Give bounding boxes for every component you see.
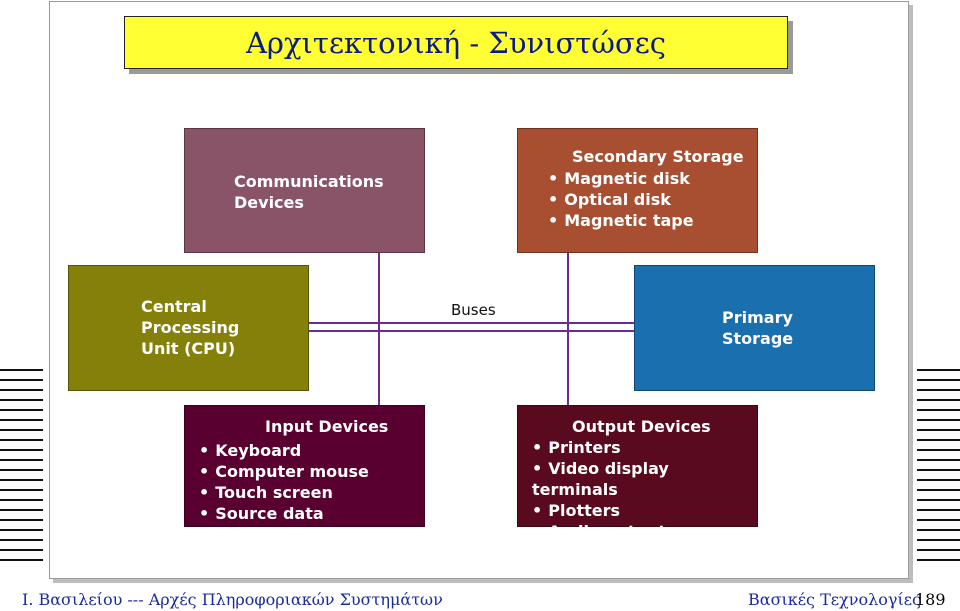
cpu-box: Central Processing Unit (CPU)	[68, 265, 309, 391]
input-item: Keyboard	[199, 440, 424, 461]
secondary-storage-box: Secondary Storage Magnetic disk Optical …	[517, 128, 758, 253]
output-devices-box: Output Devices Printers Video display te…	[517, 405, 758, 541]
cpu-label-line1: Central	[141, 297, 207, 316]
page-number: 189	[915, 590, 946, 609]
footer-left-text: Ι. Βασιλείου --- Αρχές Πληροφοριακών Συσ…	[22, 590, 443, 609]
communications-label-line2: Devices	[234, 193, 304, 212]
bus-line-communications	[378, 253, 380, 405]
secondary-storage-list: Magnetic disk Optical disk Magnetic tape	[548, 168, 757, 231]
input-devices-list: Keyboard Computer mouse Touch screen Sou…	[199, 440, 424, 545]
communications-devices-box: Communications Devices	[184, 128, 425, 253]
output-item: Printers	[532, 437, 757, 458]
primary-label-line1: Primary	[722, 308, 793, 327]
input-item: Computer mouse	[199, 461, 424, 482]
output-devices-list: Printers Video display terminals Plotter…	[532, 437, 757, 542]
left-stripes-decoration	[0, 369, 43, 569]
cpu-label-line3: Unit (CPU)	[141, 339, 236, 358]
output-item: Video display terminals	[532, 458, 757, 500]
input-devices-box: Input Devices Keyboard Computer mouse To…	[184, 405, 425, 544]
output-item: Audio output	[532, 521, 757, 542]
communications-label-line1: Communications	[234, 172, 384, 191]
bus-line-secondary	[567, 253, 569, 405]
secondary-item: Magnetic tape	[548, 210, 757, 231]
output-item: Plotters	[532, 500, 757, 521]
input-item: Source data automation	[199, 503, 424, 545]
slide-title: Αρχιτεκτονική - Συνιστώσες	[124, 16, 788, 69]
footer-right-text: Βασικές Τεχνολογίες	[748, 590, 921, 609]
secondary-item: Optical disk	[548, 189, 757, 210]
input-item: Touch screen	[199, 482, 424, 503]
bus-line-bottom	[308, 330, 636, 332]
secondary-storage-header: Secondary Storage	[572, 147, 744, 166]
primary-storage-box: Primary Storage	[634, 265, 875, 391]
bus-line-top	[308, 322, 636, 324]
right-stripes-decoration	[917, 369, 960, 569]
secondary-item: Magnetic disk	[548, 168, 757, 189]
primary-label-line2: Storage	[722, 329, 794, 348]
cpu-label-line2: Processing	[141, 318, 240, 337]
output-devices-header: Output Devices	[572, 417, 711, 436]
input-devices-header: Input Devices	[265, 417, 389, 436]
buses-label: Buses	[451, 301, 496, 319]
